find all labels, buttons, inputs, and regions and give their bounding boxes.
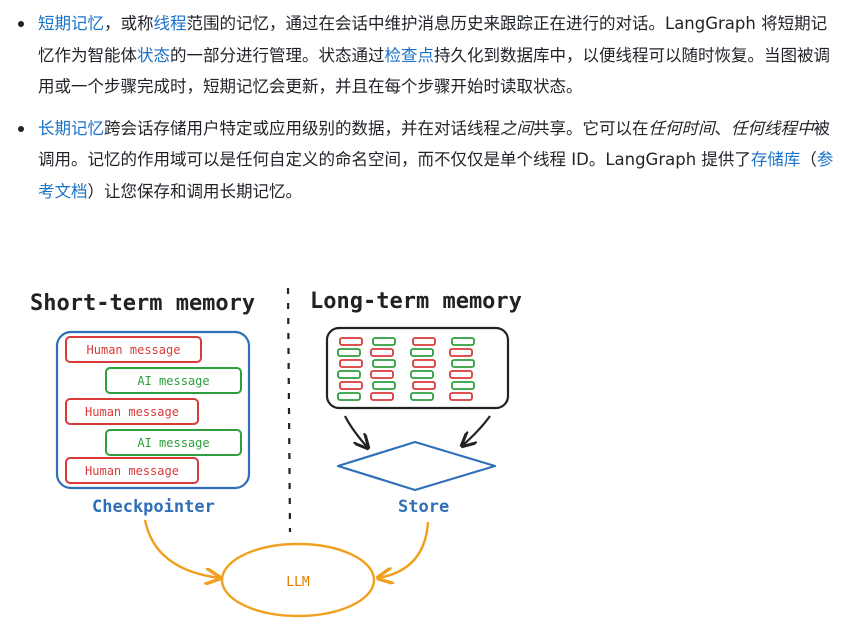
short-term-title: Short-term memory [30, 291, 255, 316]
text: 、 [714, 118, 732, 138]
memory-token [339, 381, 363, 390]
memory-token [372, 359, 396, 368]
memory-token [451, 359, 475, 368]
long-term-title: Long-term memory [310, 289, 522, 314]
human-message-label: Human message [85, 464, 179, 478]
memory-token [370, 370, 394, 379]
memory-token [410, 392, 434, 401]
memory-token [410, 370, 434, 379]
text: 的一部分进行管理。状态通过 [170, 45, 385, 65]
memory-token [372, 337, 396, 346]
emphasis: 任何时间 [648, 118, 715, 138]
link-short-term-memory[interactable]: 短期记忆 [38, 14, 104, 33]
text: 范围的记忆，通过在会话中维护消息历史来跟踪正在进行的对话。LangGraph 将… [38, 14, 828, 65]
human-message-label: Human message [85, 405, 179, 419]
text: ，或称 [104, 14, 154, 33]
arrow-checkpointer-to-llm [143, 519, 220, 578]
arrow-store-to-llm [378, 521, 430, 578]
ai-message-bubble [105, 429, 242, 456]
text: 跨会话存储用户特定或应用级别的数据，并在对话线程 [104, 118, 500, 138]
memory-token [449, 348, 473, 357]
checkpointer-label: Checkpointer [92, 497, 215, 517]
text: 共享。它可以在 [533, 118, 649, 138]
memory-token [337, 348, 361, 357]
link-long-term-memory[interactable]: 长期记忆 [38, 118, 104, 138]
link-thread[interactable]: 线程 [153, 14, 187, 33]
emphasis: 之间 [500, 118, 533, 138]
ai-message-label: AI message [137, 374, 209, 388]
ai-message-label: AI message [137, 436, 209, 450]
memory-token [372, 381, 396, 390]
link-reference-docs[interactable]: 参考文档 [38, 150, 834, 201]
memory-grid [337, 337, 475, 401]
link-store[interactable]: 存储库 [750, 150, 801, 169]
link-state[interactable]: 状态 [137, 45, 170, 65]
memory-token [451, 381, 475, 390]
bullet-short-term: 短期记忆，或称线程范围的记忆，通过在会话中维护消息历史来跟踪正在进行的对话。La… [14, 8, 834, 103]
store-label: Store [398, 497, 449, 517]
human-message-bubble [65, 457, 199, 484]
memory-token [370, 392, 394, 401]
divider [286, 287, 292, 533]
arrow-to-store-left [344, 415, 368, 448]
memory-token [412, 359, 436, 368]
ai-message-bubble [105, 367, 242, 394]
arrow-to-store-right [462, 415, 491, 446]
emphasis: 任何线程中 [731, 118, 814, 138]
link-checkpointer[interactable]: 检查点 [384, 45, 435, 65]
memory-token [337, 370, 361, 379]
bullet-long-term: 长期记忆跨会话存储用户特定或应用级别的数据，并在对话线程之间共享。它可以在任何时… [14, 113, 834, 208]
memory-token [449, 370, 473, 379]
memory-diagram: Short-term memory Long-term memory Human… [30, 287, 522, 618]
human-message-bubble [65, 336, 202, 363]
memory-token [412, 337, 436, 346]
human-message-label: Human message [87, 343, 181, 357]
store-shape [336, 440, 497, 492]
human-message-bubble [65, 398, 199, 425]
memory-bullet-list: 短期记忆，或称线程范围的记忆，通过在会话中维护消息历史来跟踪正在进行的对话。La… [14, 8, 834, 217]
text: 持久化到数据库中，以便线程可以随时恢复。当图被调用或一个步骤完成时，短期记忆会更… [38, 45, 830, 97]
long-term-store-box [325, 326, 510, 410]
checkpointer-box [55, 330, 251, 490]
memory-token [412, 381, 436, 390]
text: ）让您保存和调用长期记忆。 [87, 181, 303, 201]
text: （ [800, 150, 817, 169]
memory-token [449, 392, 473, 401]
memory-token [410, 348, 434, 357]
llm-label: LLM [286, 575, 310, 590]
text: 被调用。记忆的作用域可以是任何自定义的命名空间，而不仅仅是单个线程 ID。Lan… [38, 118, 830, 170]
memory-token [451, 337, 475, 346]
memory-token [370, 348, 394, 357]
memory-token [339, 359, 363, 368]
memory-token [337, 392, 361, 401]
memory-token [339, 337, 363, 346]
